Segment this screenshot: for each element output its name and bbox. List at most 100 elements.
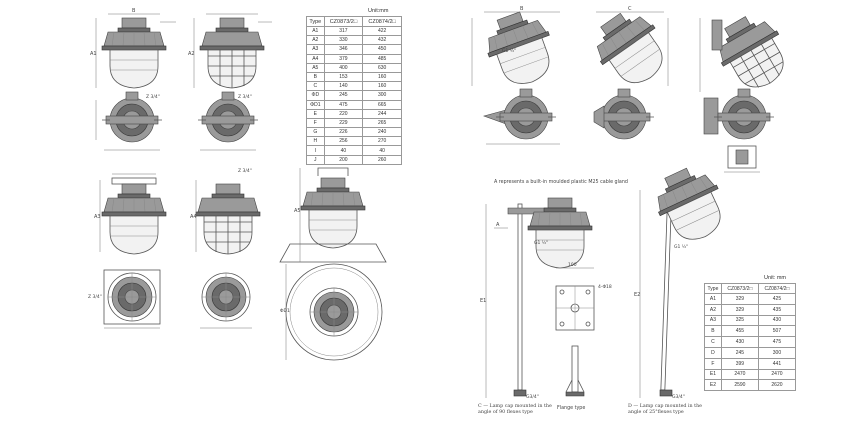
table-cell: B: [704, 325, 722, 338]
table-header-cell: CZ0874/2□: [362, 16, 402, 27]
table-cell: A1: [306, 25, 325, 37]
lamp-top-view-2: Z 3/4": [197, 91, 259, 151]
table-cell: 630: [362, 62, 402, 73]
thread-label-pole-2: G3/4": [526, 394, 539, 400]
thread-label-1: Z 3/4": [146, 94, 160, 100]
table-cell: 2470: [720, 368, 759, 381]
table-cell: 485: [362, 53, 402, 64]
dim-c-label-right: C: [628, 6, 632, 12]
lamp-top-view-1: Z 3/4": [95, 91, 163, 151]
table-cell: 160: [362, 81, 402, 92]
pole-lamp-25-view: E2 G1 ½" G3/4": [634, 159, 735, 400]
dim-a1-label: A1: [90, 51, 97, 57]
table-cell: 329: [720, 303, 759, 316]
table-cell: 256: [323, 136, 364, 147]
table-cell: 260: [362, 154, 402, 165]
table-cell: 2620: [757, 379, 797, 392]
table-cell: 455: [720, 325, 759, 338]
flange-plate-detail: 100 4-Φ18 Flange type: [555, 262, 612, 411]
table-header-cell: Type: [306, 16, 325, 27]
table-header-cell: CZ0874/2□: [757, 283, 797, 294]
table-cell: 507: [757, 325, 797, 338]
table-cell: 432: [362, 35, 402, 46]
thread-label-2: Z 3/4": [238, 94, 252, 100]
table-cell: 329: [720, 293, 759, 305]
table-cell: 435: [757, 303, 797, 316]
thread-label-4: Z 3/4": [88, 294, 102, 300]
table-cell: H: [306, 136, 325, 147]
table-cell: A4: [306, 53, 325, 64]
lamp-side-arm-view-1: [483, 88, 560, 145]
table1-unit: Unit:mm: [368, 8, 389, 14]
table-cell: G: [306, 127, 325, 138]
table-cell: 2470: [757, 368, 797, 381]
table-cell: C: [306, 81, 325, 92]
dim-phi18-label: 4-Φ18: [598, 284, 612, 290]
table-cell: 220: [323, 108, 364, 119]
lamp-reflector-bottom-view: ΦD1: [280, 263, 383, 361]
table-header-cell: CZ0873/2□: [720, 283, 759, 294]
table-cell: 475: [323, 99, 364, 110]
note-plastic-gland: A represents a built-in moulded plastic …: [494, 179, 628, 185]
table-cell: 229: [323, 117, 364, 129]
table-cell: 425: [757, 293, 797, 305]
table-header-cell: CZ0873/2□: [323, 16, 364, 27]
table-cell: 430: [757, 314, 797, 327]
table-cell: 140: [323, 81, 364, 92]
table-cell: A5: [306, 62, 325, 73]
lamp-reflector-side-view: A5: [279, 167, 387, 263]
table-cell: A3: [306, 44, 325, 55]
table-cell: I: [306, 145, 325, 156]
table-cell: C: [704, 336, 722, 348]
lamp-angled-view-2: [583, 1, 678, 97]
table-header-row: Type CZ0873/2□ CZ0874/2□: [306, 16, 402, 27]
lamp-side-arm-view-3: [703, 88, 775, 140]
table-cell: ΦD1: [306, 99, 325, 110]
lamp-bracket-view-2: A4 Z 3/4": [190, 168, 261, 255]
table-cell: F: [306, 117, 325, 129]
table-cell: 379: [323, 53, 364, 64]
table-cell: J: [306, 154, 325, 165]
table-cell: 399: [720, 357, 759, 370]
table-cell: 325: [720, 314, 759, 327]
table-cell: 240: [362, 127, 402, 138]
table-cell: A2: [704, 303, 722, 316]
lamp-angled-view-1: [477, 4, 563, 94]
note-25-flexes: D — Lamp cap mounted in the angle of 25°…: [628, 404, 703, 415]
thread-label-pole-3: G1 ½": [674, 243, 688, 250]
thread-label-pole-4: G3/4": [672, 394, 685, 400]
table-cell: 2590: [720, 379, 759, 392]
table-cell: 450: [362, 44, 402, 55]
table-cell: 244: [362, 108, 402, 119]
table-cell: 160: [362, 71, 402, 83]
table-cell: E2: [704, 379, 722, 392]
table-cell: 245: [323, 90, 364, 101]
table-cell: D: [704, 346, 722, 359]
bracket-detail: [724, 145, 760, 173]
